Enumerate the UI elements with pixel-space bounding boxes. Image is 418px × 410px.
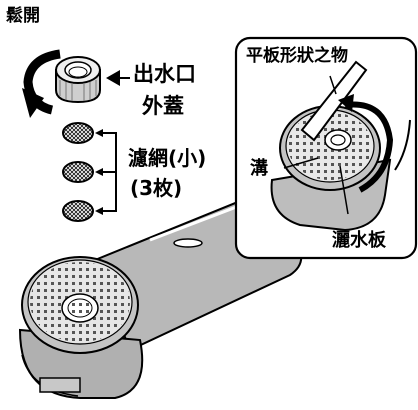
flat-tool-leader (329, 75, 337, 95)
filter-label-line2: (3枚) (130, 176, 183, 200)
spray-plate-detail (270, 60, 411, 232)
outlet-cover-pointer-arrow (106, 70, 120, 86)
spray-plate-leader (339, 165, 349, 215)
outlet-cover-label-line1: 出水口 (133, 62, 196, 86)
filter-mesh-group (62, 122, 94, 222)
flat-tool-label: 平板形狀之物 (246, 46, 348, 66)
title-loosen: 鬆開 (6, 6, 40, 26)
spray-plate-label: 灑水板 (332, 230, 386, 251)
groove-label: 溝 (250, 158, 268, 179)
arrow-head-icon (22, 88, 44, 118)
filter-label-line1: 濾網(小) (128, 146, 207, 170)
outlet-cover-label-line2: 外蓋 (142, 94, 184, 118)
rotate-counterclockwise-arrow (23, 49, 61, 115)
shower-head-body (18, 193, 303, 399)
outlet-cover-part (55, 56, 101, 104)
groove-leader (283, 157, 319, 169)
